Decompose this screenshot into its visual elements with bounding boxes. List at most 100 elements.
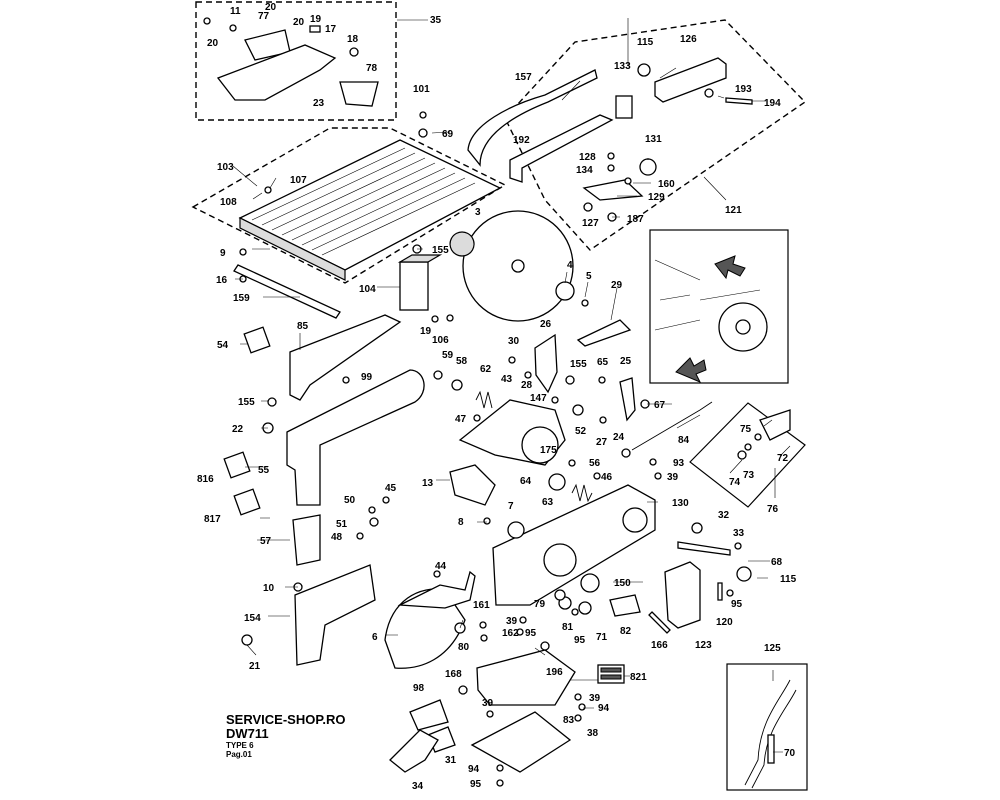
label-94a: 94 xyxy=(598,703,610,714)
label-20c: 20 xyxy=(265,2,277,13)
part-94-screw-b xyxy=(496,764,504,772)
part-83-switchbox xyxy=(470,711,572,773)
part-63-spring xyxy=(571,483,593,503)
label-74: 74 xyxy=(729,477,741,488)
part-159-rule xyxy=(233,264,341,319)
part-8-screw xyxy=(483,517,491,525)
label-19a: 19 xyxy=(310,14,322,25)
part-57-block xyxy=(292,514,321,566)
label-129: 129 xyxy=(648,192,665,203)
part-39-washer-c xyxy=(486,710,494,718)
label-154: 154 xyxy=(244,613,261,624)
label-70: 70 xyxy=(784,748,796,759)
footer-model: DW711 xyxy=(226,726,269,741)
part-70-sleeve xyxy=(767,734,775,764)
part-44-bracket xyxy=(397,570,476,609)
label-155c: 155 xyxy=(238,397,255,408)
part-196-ring xyxy=(540,641,550,651)
label-28: 28 xyxy=(521,380,533,391)
label-23: 23 xyxy=(313,98,325,109)
label-46: 46 xyxy=(601,472,613,483)
label-817: 817 xyxy=(204,514,221,525)
label-147: 147 xyxy=(530,393,547,404)
part-150-gear xyxy=(580,573,600,593)
footer-shop: SERVICE-SHOP.RO xyxy=(226,712,346,727)
part-46-screw xyxy=(593,472,601,480)
label-16: 16 xyxy=(216,275,228,286)
label-192: 192 xyxy=(513,135,530,146)
label-94b: 94 xyxy=(468,764,480,775)
part-78-clip xyxy=(339,81,379,107)
part-39-washer-b xyxy=(519,616,527,624)
part-44-screw xyxy=(433,570,441,578)
assembly-box-76 xyxy=(689,402,806,508)
label-128: 128 xyxy=(579,152,596,163)
part-56-screw xyxy=(568,459,576,467)
part-5-screw xyxy=(581,299,589,307)
part-19-washer xyxy=(431,315,439,323)
label-93: 93 xyxy=(673,458,685,469)
part-55-arm xyxy=(286,369,425,506)
part-125-cord xyxy=(744,679,791,786)
label-57: 57 xyxy=(260,536,272,547)
label-17: 17 xyxy=(325,24,337,35)
part-28-washer xyxy=(524,371,532,379)
part-175-bearing xyxy=(521,426,559,464)
label-39d: 39 xyxy=(482,698,494,709)
label-194: 194 xyxy=(764,98,781,109)
label-35: 35 xyxy=(430,15,442,26)
label-52: 52 xyxy=(575,426,587,437)
part-147-screw xyxy=(551,396,559,404)
footer-block: SERVICE-SHOP.RO DW711 TYPE 6 Pag.01 xyxy=(226,712,346,760)
label-4: 4 xyxy=(567,260,573,271)
plate-gear xyxy=(543,543,577,577)
part-84-rod xyxy=(631,401,713,451)
part-13-bracket xyxy=(449,464,496,506)
label-18: 18 xyxy=(347,34,359,45)
part-134-washer xyxy=(607,164,615,172)
label-84: 84 xyxy=(678,435,690,446)
part-50-pin xyxy=(368,506,376,514)
part-93-screw xyxy=(649,458,657,466)
part-21-knob xyxy=(241,634,253,646)
part-24-pin xyxy=(621,448,631,458)
part-95-screw-a xyxy=(516,628,524,636)
part-104-top xyxy=(397,254,443,263)
label-161: 161 xyxy=(473,600,490,611)
part-34-plug xyxy=(389,729,439,773)
part-115-knob-lower xyxy=(736,566,752,582)
part-107-screw xyxy=(264,186,272,194)
part-11-washer xyxy=(229,24,237,32)
assembly-box-35 xyxy=(195,1,397,121)
label-150: 150 xyxy=(614,578,631,589)
label-187: 187 xyxy=(627,214,644,225)
footer-page: Pag.01 xyxy=(226,750,252,759)
label-47: 47 xyxy=(455,414,467,425)
part-98-capacitor xyxy=(409,699,449,731)
label-78: 78 xyxy=(366,63,378,74)
label-7: 7 xyxy=(508,501,514,512)
part-64-bearing xyxy=(548,473,566,491)
label-3: 3 xyxy=(475,207,481,218)
leader-lines xyxy=(232,18,791,753)
label-73: 73 xyxy=(743,470,755,481)
part-106-screw xyxy=(446,314,454,322)
label-79: 79 xyxy=(534,599,546,610)
label-168: 168 xyxy=(445,669,462,680)
label-32: 32 xyxy=(718,510,730,521)
part-74-nut xyxy=(737,450,747,460)
part-94-screw-a xyxy=(578,703,586,711)
label-103: 103 xyxy=(217,162,234,173)
part-133-cap xyxy=(615,95,633,119)
label-51: 51 xyxy=(336,519,348,530)
part-154-extension xyxy=(294,564,376,666)
part-166-screw xyxy=(648,611,671,634)
label-27: 27 xyxy=(596,437,608,448)
part-6-lower-guard xyxy=(384,588,466,669)
label-45: 45 xyxy=(385,483,397,494)
part-79-ring xyxy=(554,589,566,601)
label-131: 131 xyxy=(645,134,662,145)
assembly-box-125 xyxy=(726,663,808,791)
label-821: 821 xyxy=(630,672,647,683)
